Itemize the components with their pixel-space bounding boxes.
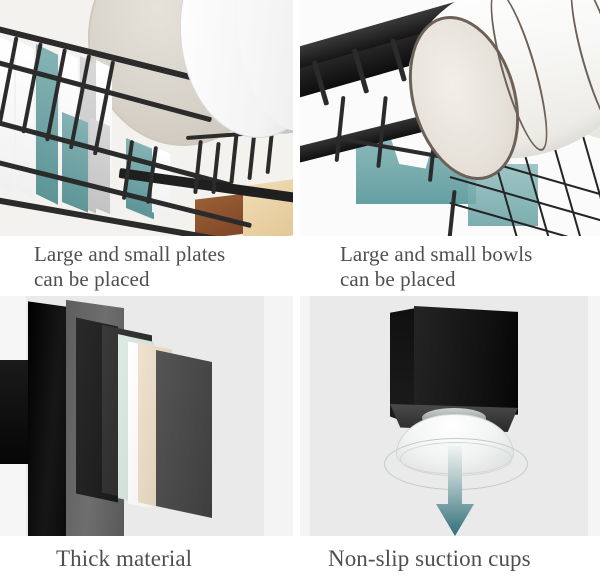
panel-plates-image	[0, 0, 293, 236]
thick-material-right-gutter	[264, 296, 293, 536]
material-layer-black-post	[28, 301, 66, 536]
slot-divider-teal-1	[36, 44, 58, 205]
force-arrow-container	[434, 446, 476, 536]
panel-thick-material-image	[0, 296, 293, 536]
panel-suction-cups-image	[300, 296, 600, 536]
rack-leg-right-face	[414, 306, 518, 424]
suction-right-gutter	[588, 296, 600, 536]
panel-bowls-image	[300, 0, 600, 236]
suction-left-gutter	[300, 296, 310, 536]
material-layer-gray-top-slab	[156, 350, 212, 518]
caption-thick-material: Thick material	[56, 546, 193, 571]
caption-bowls: Large and small bowls can be placed	[340, 242, 533, 291]
caption-plates: Large and small plates can be placed	[34, 242, 226, 291]
caption-suction-cups: Non-slip suction cups	[328, 546, 531, 571]
downward-force-arrow-icon	[436, 446, 474, 536]
